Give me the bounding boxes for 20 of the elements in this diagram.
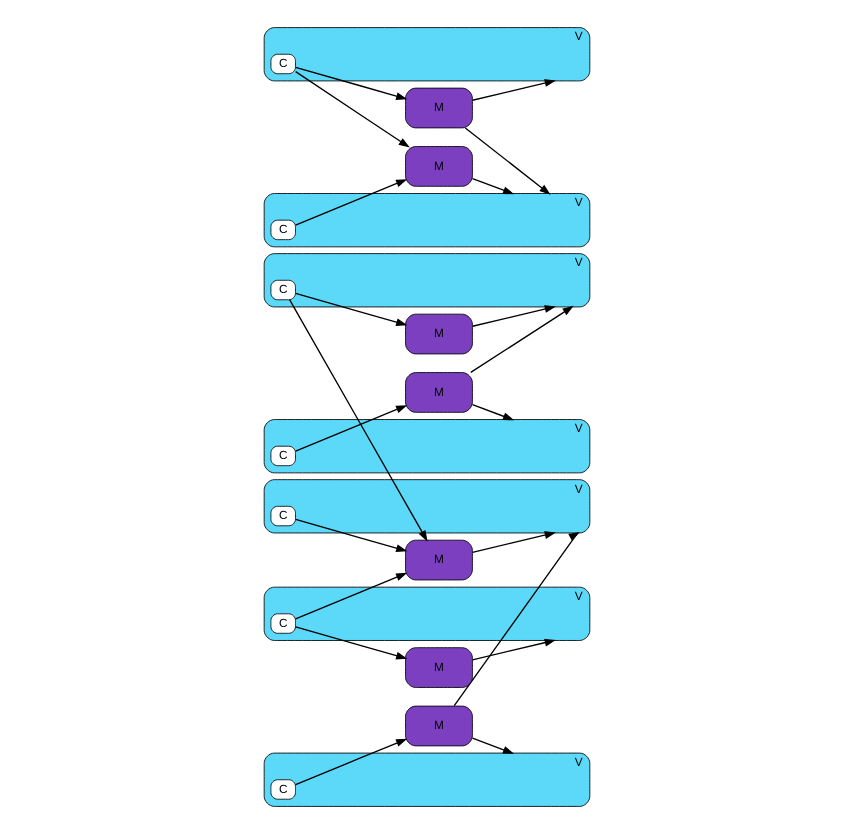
arrow bbox=[293, 738, 407, 786]
arrow bbox=[293, 626, 407, 660]
arrow bbox=[463, 127, 550, 195]
arrow bbox=[288, 299, 427, 542]
arrow bbox=[293, 518, 407, 552]
arrow bbox=[470, 638, 555, 661]
arrow bbox=[470, 737, 514, 754]
arrow bbox=[452, 532, 579, 707]
arrow bbox=[293, 71, 409, 148]
arrow bbox=[470, 531, 555, 553]
arrow bbox=[293, 405, 407, 452]
arrow bbox=[470, 404, 514, 421]
arrow bbox=[470, 305, 555, 327]
arrow bbox=[293, 292, 407, 326]
arrow bbox=[293, 572, 407, 620]
arrow bbox=[293, 66, 407, 100]
arrow bbox=[470, 79, 555, 101]
arrow bbox=[470, 178, 514, 195]
arrow bbox=[469, 305, 573, 374]
arrow bbox=[293, 179, 407, 226]
